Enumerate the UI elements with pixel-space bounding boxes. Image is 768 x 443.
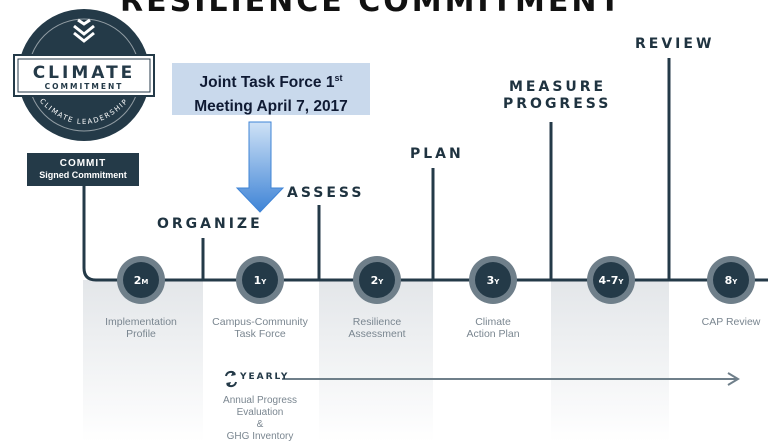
shade-column-1 bbox=[83, 280, 203, 442]
logo-subtitle: COMMITMENT bbox=[45, 82, 124, 91]
yearly-arrowhead bbox=[727, 372, 740, 386]
milestone-circles bbox=[117, 256, 755, 304]
commit-box: COMMIT Signed Commitment bbox=[27, 153, 139, 186]
milestone-num-0: 2M bbox=[134, 274, 149, 287]
phase-review: REVIEW bbox=[635, 36, 715, 52]
callout-line2: Meeting April 7, 2017 bbox=[194, 98, 348, 116]
banner-title: RESILIENCE COMMITMENT bbox=[120, 0, 623, 19]
task-force-callout: Joint Task Force 1st Meeting April 7, 20… bbox=[172, 63, 370, 115]
phase-assess: ASSESS bbox=[287, 185, 365, 201]
milestone-num-3: 3Y bbox=[487, 274, 501, 287]
milestone-num-4: 4-7Y bbox=[599, 274, 625, 287]
yearly-label: YEARLY bbox=[240, 372, 290, 382]
annual-progress-label: Annual Progress Evaluation & GHG Invento… bbox=[223, 395, 297, 442]
leaf-chevron-icon bbox=[73, 18, 95, 43]
milestone-numbers: 2M 1Y 2Y 3Y 4-7Y 8Y bbox=[134, 274, 739, 287]
callout-line1: Joint Task Force 1st bbox=[199, 73, 343, 92]
phase-progress: PROGRESS bbox=[503, 96, 612, 112]
milestone-num-2: 2Y bbox=[371, 274, 385, 287]
milestone-label-5: CAP Review bbox=[701, 316, 761, 328]
callout-arrow bbox=[235, 121, 285, 213]
commit-title: COMMIT bbox=[59, 158, 107, 169]
commit-subtitle: Signed Commitment bbox=[39, 170, 127, 180]
timeline-line bbox=[82, 186, 768, 282]
milestone-num-5: 8Y bbox=[725, 274, 739, 287]
shade-column-2 bbox=[319, 280, 433, 442]
climate-commitment-logo: CLIMATE COMMITMENT CLIMATE LEADERSHIP bbox=[13, 9, 155, 141]
recycle-icon bbox=[225, 370, 237, 388]
phase-organize: ORGANIZE bbox=[157, 216, 263, 232]
phase-measure: MEASURE bbox=[509, 79, 607, 95]
phase-plan: PLAN bbox=[410, 146, 464, 162]
logo-title: CLIMATE bbox=[33, 63, 136, 83]
shade-column-3 bbox=[551, 280, 669, 442]
milestone-num-1: 1Y bbox=[254, 274, 268, 287]
